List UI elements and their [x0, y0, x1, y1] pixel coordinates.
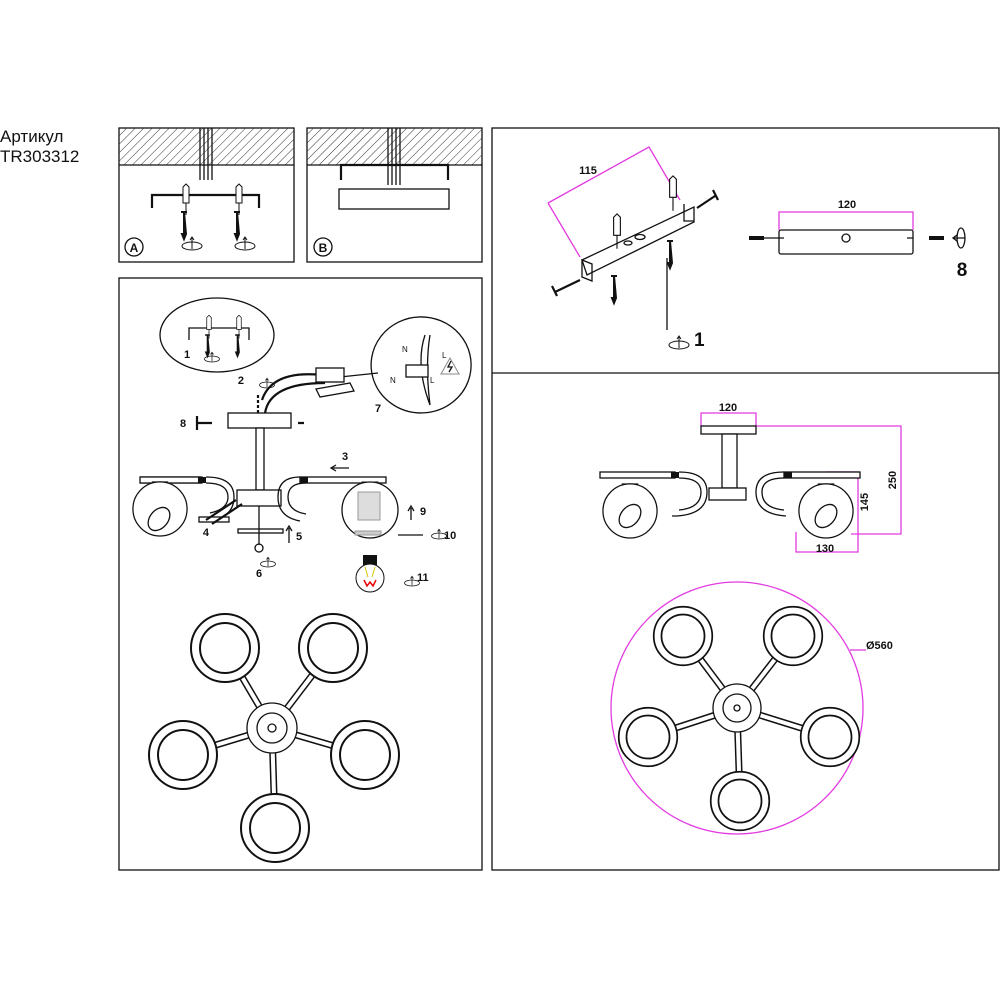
shade-top: [148, 720, 218, 790]
step-label: 8: [180, 418, 186, 430]
hub: [236, 489, 282, 507]
live-label: L: [442, 351, 447, 360]
panel-a: A: [118, 127, 295, 263]
diameter-dim: Ø560: [866, 640, 893, 652]
shade-top: [762, 605, 824, 667]
step-label: 6: [256, 568, 262, 580]
article-number: TR303312: [0, 147, 79, 166]
shade-top: [709, 770, 771, 832]
screw: [233, 211, 241, 240]
warning-icon: [440, 356, 460, 375]
bracket-width-dim: 115: [579, 165, 597, 177]
mounting-callout: 1: [159, 297, 275, 373]
mounting-bracket: 115 1: [547, 146, 719, 351]
panel-a-label: A: [130, 241, 139, 255]
step-label: 4: [203, 527, 210, 539]
glass-shade: [132, 481, 188, 537]
plate-width-dim: 120: [838, 199, 856, 211]
step-label: 3: [342, 451, 348, 463]
step-label: 1: [694, 330, 705, 351]
top-view-dimensions: Ø560: [610, 581, 893, 835]
wiring-callout: N L N L: [339, 316, 472, 414]
step-label: 8: [957, 260, 968, 281]
height-dim: 250: [887, 471, 899, 489]
wall-anchor: [669, 175, 677, 212]
step-label: 10: [444, 530, 456, 542]
shade-height-dim: 145: [859, 493, 871, 511]
shade-top: [190, 613, 260, 683]
panel-b-label: B: [319, 241, 328, 255]
screw: [665, 239, 675, 270]
step-label: 9: [420, 506, 426, 518]
light-bulb: [355, 555, 385, 593]
assembly-panel: 1 N L N L 2 7 8: [118, 277, 483, 871]
side-view-fixture: 120 250 145 130: [599, 402, 902, 555]
glass-shade: [798, 483, 854, 539]
shade-width-dim: 130: [816, 543, 834, 555]
panel-b: B: [306, 127, 483, 263]
shade-top: [652, 605, 714, 667]
step-label: 11: [417, 572, 429, 584]
neutral-label: N: [402, 345, 408, 354]
mounting-plate: 120 8: [749, 199, 967, 281]
shade-top: [298, 613, 368, 683]
shade-top: [799, 706, 861, 768]
shade-top: [330, 720, 400, 790]
live-label: L: [430, 376, 435, 385]
dimensions-panel: 115 1 120 8 120: [491, 127, 1000, 871]
neutral-label: N: [390, 376, 396, 385]
screw: [609, 274, 619, 305]
wall-anchor: [235, 183, 243, 216]
rotate-icon: [259, 377, 275, 389]
glass-shade: [602, 483, 658, 539]
step-label: 1: [184, 349, 190, 361]
top-view-fixture: [148, 613, 400, 863]
shade-top: [617, 706, 679, 768]
step-label: 2: [238, 375, 244, 387]
wall-anchor: [182, 183, 190, 216]
stem: [255, 427, 265, 491]
article-label: Артикул: [0, 127, 63, 146]
step-label: 7: [375, 403, 381, 415]
screw: [180, 211, 188, 240]
shade-top: [240, 793, 310, 863]
canopy-dim: 120: [719, 402, 737, 414]
terminal-block: [315, 367, 345, 383]
canopy: [227, 412, 292, 429]
step-label: 5: [296, 531, 302, 543]
bulb-holder: [357, 491, 381, 521]
